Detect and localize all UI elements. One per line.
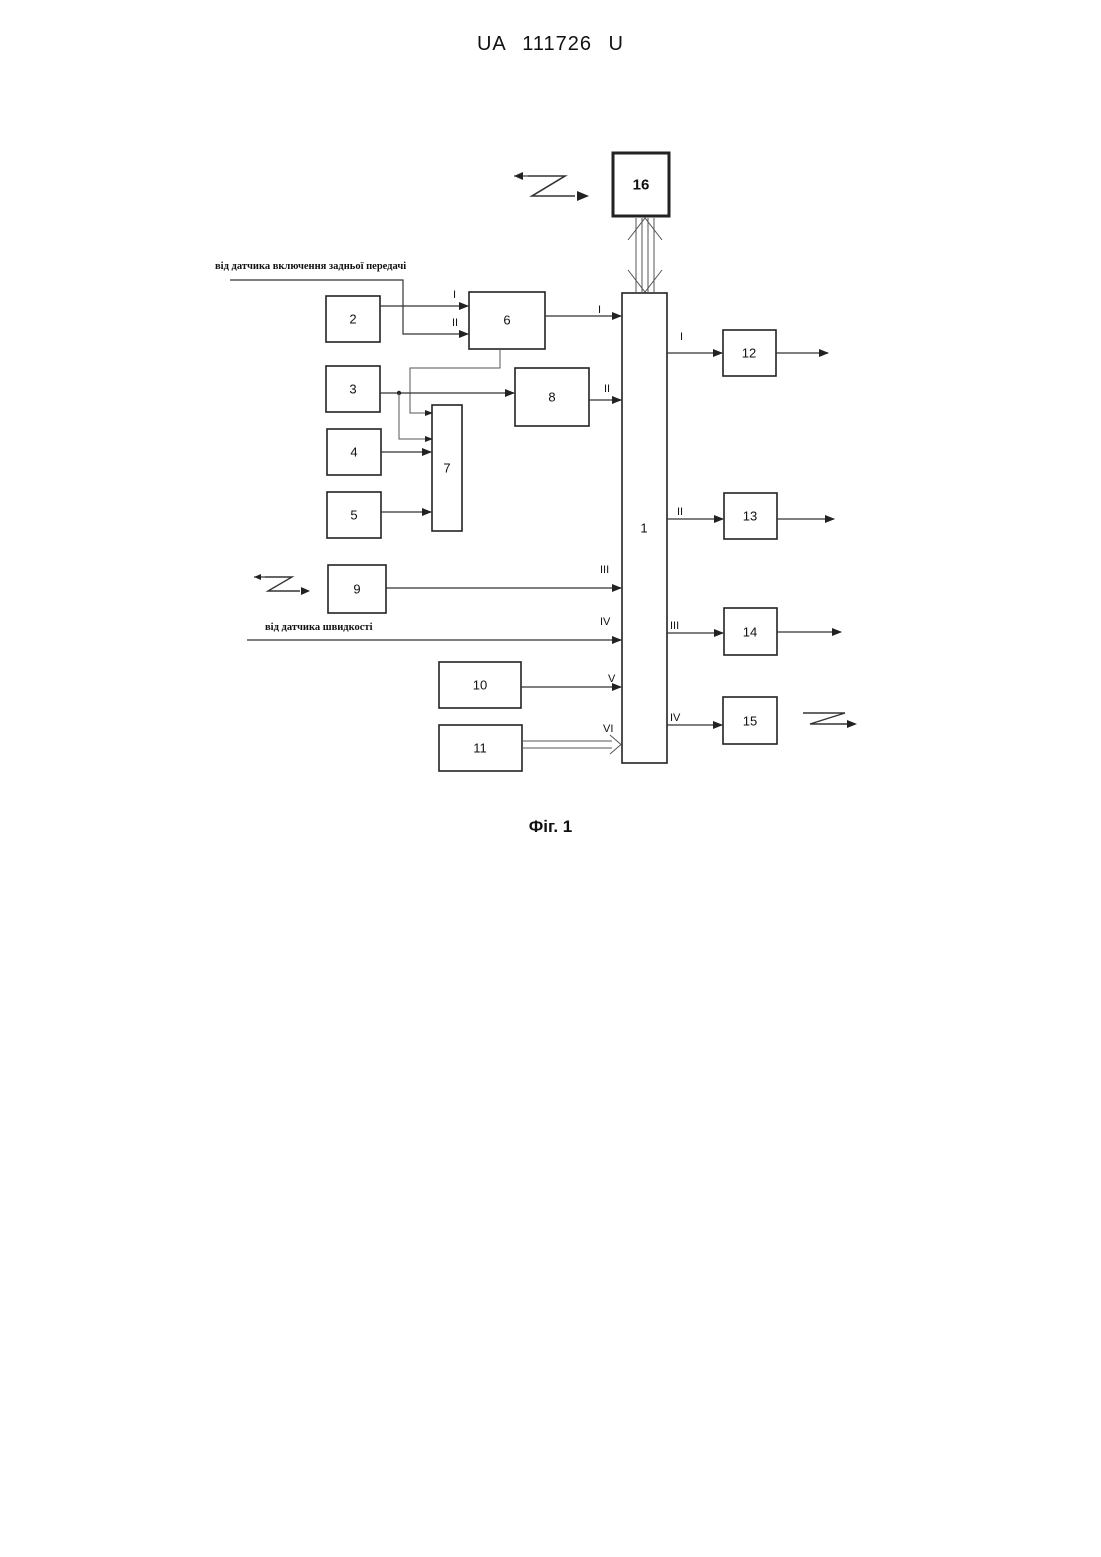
speed-sensor-line: від датчика швидкості IV [247, 616, 621, 640]
bus-16-1 [628, 218, 662, 292]
block-13-label: 13 [743, 509, 757, 524]
block-8-label: 8 [548, 390, 555, 405]
port-1-in-IV: IV [600, 616, 611, 628]
wireless-link-icon [803, 713, 857, 728]
block-11-label: 11 [473, 741, 487, 756]
reverse-gear-sensor-label: від датчика включення задньої передачі [215, 261, 406, 272]
block-6-label: 6 [503, 313, 510, 328]
wireless-link-icon [514, 172, 589, 201]
port-1-out-I: I [680, 331, 683, 343]
block-2-label: 2 [349, 312, 356, 327]
port-1-in-VI: VI [603, 723, 613, 735]
block-5-label: 5 [350, 508, 357, 523]
port-1-out-II: II [677, 506, 683, 518]
port-1-in-III: III [600, 564, 609, 576]
block-15-label: 15 [743, 714, 757, 729]
port-6-I: I [453, 289, 456, 301]
speed-sensor-label: від датчика швидкості [265, 622, 373, 633]
block-14-label: 14 [743, 625, 757, 640]
block-16-label: 16 [633, 177, 650, 194]
port-1-out-IV: IV [670, 712, 681, 724]
block-9-label: 9 [353, 582, 360, 597]
port-1-in-V: V [608, 673, 616, 685]
block-4-label: 4 [350, 445, 357, 460]
port-6-II: II [452, 317, 458, 329]
block-7-label: 7 [443, 461, 450, 476]
port-1-out-III: III [670, 620, 679, 632]
block-10-label: 10 [473, 678, 487, 693]
wireless-link-icon [254, 574, 310, 595]
block-12-label: 12 [742, 346, 756, 361]
port-1-in-I: I [598, 304, 601, 316]
block-1-label: 1 [640, 521, 647, 536]
figure-caption: Фіг. 1 [0, 817, 1101, 837]
port-1-in-II: II [604, 383, 610, 395]
bus-11-1 [522, 735, 621, 754]
block-3-label: 3 [349, 382, 356, 397]
